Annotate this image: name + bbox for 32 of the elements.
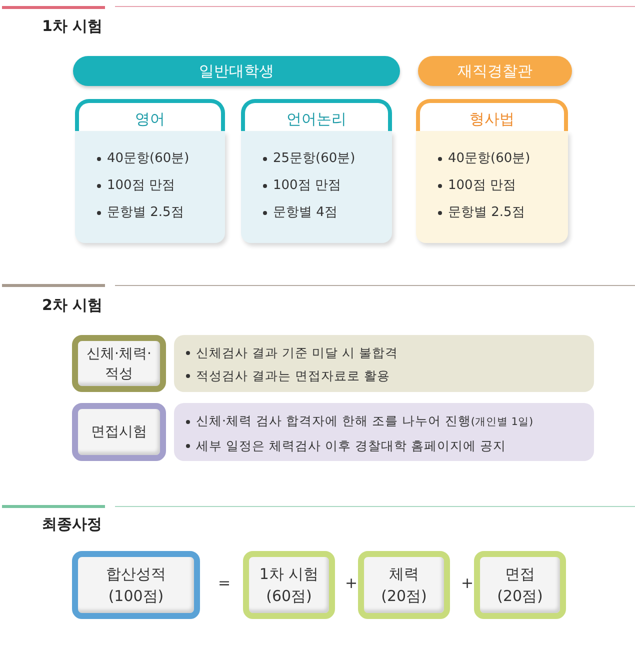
section-heading: 2차 시험 (42, 296, 103, 315)
bullet-item: 세부 일정은 체력검사 이후 경찰대학 홈페이지에 공지 (186, 434, 594, 457)
plus-sign: + (461, 574, 474, 592)
bullet-item: 100점 만점 (263, 172, 392, 199)
bullet-item: 40문항(60분) (97, 145, 225, 172)
plus-sign: + (345, 574, 358, 592)
info-panel (174, 335, 594, 392)
label-box: 1차 시험 (60점) (243, 551, 335, 619)
equals-sign: = (218, 574, 231, 592)
bullet-item: 100점 만점 (97, 172, 225, 199)
section-heading: 1차 시험 (42, 17, 103, 36)
bullet-item: 적성검사 결과는 면접자료로 활용 (186, 364, 594, 387)
section-heading: 최종사정 (42, 515, 102, 534)
bullet-item: 40문항(60분) (438, 145, 568, 172)
group-pill: 재직경찰관 (418, 56, 572, 86)
subject-card (416, 99, 568, 243)
bullet-item: 문항별 4점 (263, 199, 392, 226)
bullet-item: 100점 만점 (438, 172, 568, 199)
subject-card (75, 99, 225, 243)
subject-card (241, 99, 392, 243)
bullet-item: 문항별 2.5점 (97, 199, 225, 226)
label-box: 면접 (20점) (474, 551, 566, 619)
bullet-item: 25문항(60분) (263, 145, 392, 172)
bullet-item: 신체·체력 검사 합격자에 한해 조를 나누어 진행(개인별 1일) (186, 409, 594, 434)
group-pill: 일반대학생 (73, 56, 400, 86)
bullet-item: 신체검사 결과 기준 미달 시 불합격 (186, 341, 594, 364)
info-panel (174, 403, 594, 461)
label-box: 신체·체력·적성 (72, 335, 166, 392)
label-box: 체력 (20점) (358, 551, 450, 619)
label-box: 면접시험 (72, 403, 166, 461)
bullet-item: 문항별 2.5점 (438, 199, 568, 226)
label-box: 합산성적 (100점) (72, 551, 200, 619)
